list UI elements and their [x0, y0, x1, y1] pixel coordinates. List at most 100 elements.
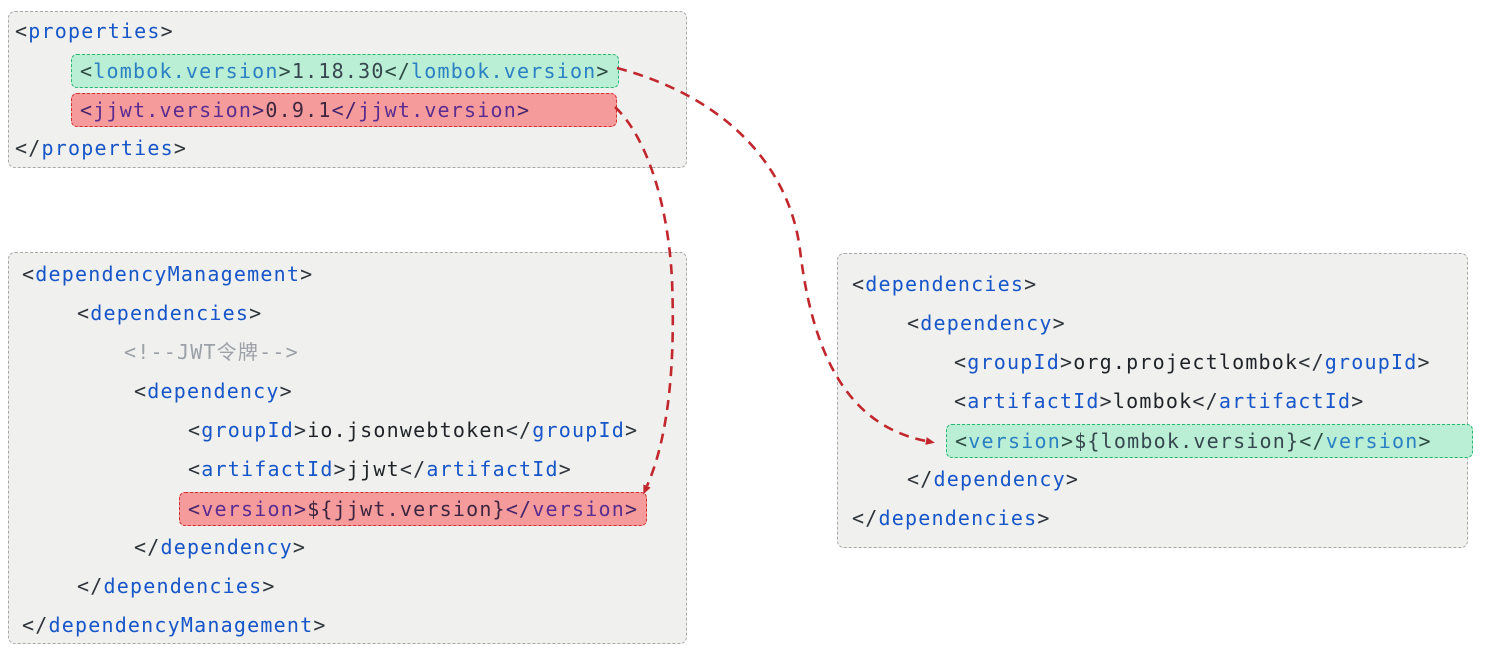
bracket-token: >	[292, 535, 307, 559]
tag-name-token: dependencies	[878, 506, 1038, 530]
bracket-token: >	[1052, 311, 1066, 335]
bracket-token: </	[1299, 428, 1326, 453]
bracket-token: >	[517, 97, 531, 122]
code-line: <jjwt.version>0.9.1</jjwt.version>	[71, 90, 686, 129]
code-line: <dependencyManagement>	[22, 255, 686, 294]
value-token: ${lombok.version}	[1074, 428, 1300, 453]
value-token: lombok	[1112, 389, 1193, 413]
bracket-token: >	[1059, 350, 1074, 374]
tag-name-token: version	[1325, 428, 1419, 453]
bracket-token: >	[596, 58, 610, 83]
lombok-version-property-highlight: <lombok.version>1.18.30</lombok.version>	[71, 53, 619, 88]
bracket-token: >	[1351, 389, 1365, 413]
code-line: <artifactId>jjwt</artifactId>	[188, 450, 686, 489]
bracket-token: <	[134, 379, 148, 403]
value-token: 1.18.30	[291, 58, 385, 83]
code-line: <lombok.version>1.18.30</lombok.version>	[71, 51, 686, 90]
bracket-token: <	[77, 301, 91, 325]
tag-name-token: version	[968, 428, 1061, 453]
bracket-token: </	[505, 496, 533, 521]
value-token: ${jjwt.version}	[307, 496, 506, 521]
bracket-token: >	[252, 97, 266, 122]
bracket-token: >	[333, 457, 347, 481]
bracket-token: >	[624, 418, 639, 442]
tag-name-token: dependency	[147, 379, 280, 403]
tag-name-token: dependencies	[103, 574, 263, 598]
bracket-token: </	[134, 535, 161, 559]
bracket-token: <	[188, 457, 202, 481]
code-line: <artifactId>lombok</artifactId>	[954, 382, 1467, 421]
bracket-token: <	[955, 428, 969, 453]
code-line: <groupId>org.projectlombok</groupId>	[954, 343, 1467, 382]
code-line: <version>${jjwt.version}</version>	[179, 489, 686, 528]
bracket-token: >	[300, 262, 314, 286]
code-line: <version>${lombok.version}</version>	[946, 421, 1473, 460]
tag-name-token: artifactId	[201, 457, 334, 481]
bracket-token: </	[15, 136, 42, 160]
bracket-token: >	[558, 457, 573, 481]
bracket-token: </	[1298, 350, 1325, 374]
tag-name-token: groupId	[201, 418, 294, 442]
bracket-token: <	[188, 418, 202, 442]
tag-name-token: groupId	[532, 418, 625, 442]
tag-name-token: version	[532, 496, 625, 521]
code-line: </dependency>	[907, 460, 1467, 499]
tag-name-token: dependencyManagement	[35, 262, 301, 286]
code-line: <properties>	[15, 12, 686, 51]
bracket-token: </	[384, 58, 412, 83]
bracket-token: </	[907, 467, 934, 491]
bracket-token: <	[188, 496, 202, 521]
value-token: 0.9.1	[265, 97, 332, 122]
bracket-token: <	[15, 19, 29, 43]
tag-name-token: groupId	[1324, 350, 1418, 374]
bracket-token: >	[1065, 467, 1080, 491]
bracket-token: <	[954, 350, 968, 374]
dependency-management-box: <dependencyManagement><dependencies><!--…	[8, 252, 687, 644]
bracket-token: >	[173, 136, 188, 160]
tag-name-token: dependencies	[865, 272, 1025, 296]
bracket-token: </	[852, 506, 879, 530]
bracket-token: >	[1417, 350, 1431, 374]
tag-name-token: dependencies	[90, 301, 250, 325]
bracket-token: >	[293, 418, 308, 442]
value-token: org.projectlombok	[1073, 350, 1299, 374]
tag-name-token: version	[201, 496, 294, 521]
tag-name-token: dependencyManagement	[48, 613, 314, 637]
bracket-token: >	[1418, 428, 1432, 453]
bracket-token: >	[1024, 272, 1038, 296]
value-token: jjwt	[346, 457, 400, 481]
code-line: <!--JWT令牌-->	[124, 333, 686, 372]
dependencies-box: <dependencies><dependency><groupId>org.p…	[837, 253, 1473, 548]
tag-name-token: lombok.version	[93, 58, 279, 83]
tag-name-token: lombok.version	[411, 58, 597, 83]
code-line: </dependencies>	[852, 499, 1467, 538]
properties-box: <properties><lombok.version>1.18.30</lom…	[8, 11, 687, 168]
tag-name-token: jjwt.version	[93, 97, 253, 122]
tag-name-token: groupId	[967, 350, 1060, 374]
tag-name-token: dependency	[920, 311, 1053, 335]
bracket-token: <	[852, 272, 866, 296]
tag-name-token: artifactId	[1218, 389, 1352, 413]
bracket-token: </	[399, 457, 427, 481]
code-line: </dependency>	[134, 528, 686, 567]
code-line: <dependencies>	[852, 265, 1467, 304]
tag-name-token: properties	[41, 136, 174, 160]
comment-token: <!--JWT令牌-->	[124, 340, 299, 364]
code-line: </dependencyManagement>	[22, 606, 686, 645]
bracket-token: >	[293, 496, 308, 521]
bracket-token: >	[278, 58, 292, 83]
bracket-token: >	[1060, 428, 1075, 453]
jjwt-version-usage-highlight: <version>${jjwt.version}</version>	[179, 491, 648, 526]
bracket-token: <	[954, 389, 968, 413]
bracket-token: </	[505, 418, 533, 442]
bracket-token: <	[22, 262, 36, 286]
bracket-token: >	[624, 496, 639, 521]
bracket-token: </	[77, 574, 104, 598]
code-line: <groupId>io.jsonwebtoken</groupId>	[188, 411, 686, 450]
bracket-token: </	[22, 613, 49, 637]
value-token: io.jsonwebtoken	[307, 418, 506, 442]
bracket-token: </	[1192, 389, 1219, 413]
tag-name-token: dependency	[933, 467, 1066, 491]
tag-name-token: properties	[28, 19, 161, 43]
